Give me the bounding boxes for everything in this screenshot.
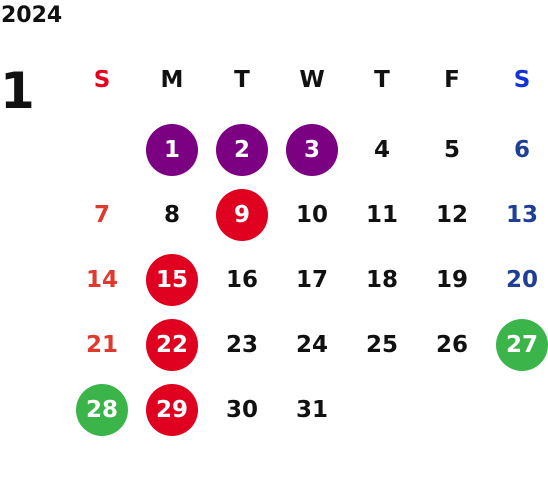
day-cell-7[interactable]: 7: [93, 202, 110, 228]
weekday-header-thu: T: [374, 67, 390, 93]
day-cell-30[interactable]: 30: [225, 397, 258, 423]
day-cell-10[interactable]: 10: [295, 202, 328, 228]
day-cell-11[interactable]: 11: [365, 202, 398, 228]
day-cell-27-marked-green[interactable]: 27: [496, 319, 548, 371]
day-cell-8[interactable]: 8: [163, 202, 180, 228]
day-cell-1-marked-purple[interactable]: 1: [146, 124, 198, 176]
day-cell-28-marked-green[interactable]: 28: [76, 384, 128, 436]
day-cell-21[interactable]: 21: [85, 332, 118, 358]
calendar-month: 1: [0, 62, 35, 120]
day-cell-29-marked-red[interactable]: 29: [146, 384, 198, 436]
day-cell-31[interactable]: 31: [295, 397, 328, 423]
day-cell-20[interactable]: 20: [505, 267, 538, 293]
day-cell-4[interactable]: 4: [373, 137, 390, 163]
day-cell-6[interactable]: 6: [513, 137, 530, 163]
day-cell-25[interactable]: 25: [365, 332, 398, 358]
weekday-header-sun: S: [93, 67, 111, 93]
day-cell-24[interactable]: 24: [295, 332, 328, 358]
weekday-header-fri: F: [444, 67, 460, 93]
day-cell-5[interactable]: 5: [443, 137, 460, 163]
day-cell-15-marked-red[interactable]: 15: [146, 254, 198, 306]
day-cell-13[interactable]: 13: [505, 202, 538, 228]
day-cell-26[interactable]: 26: [435, 332, 468, 358]
day-cell-22-marked-red[interactable]: 22: [146, 319, 198, 371]
day-cell-3-marked-purple[interactable]: 3: [286, 124, 338, 176]
weekday-header-mon: M: [160, 67, 184, 93]
weekday-header-tue: T: [234, 67, 250, 93]
day-cell-19[interactable]: 19: [435, 267, 468, 293]
day-cell-9-marked-red[interactable]: 9: [216, 189, 268, 241]
weekday-header-sat: S: [513, 67, 531, 93]
day-cell-2-marked-purple[interactable]: 2: [216, 124, 268, 176]
day-cell-17[interactable]: 17: [295, 267, 328, 293]
day-cell-18[interactable]: 18: [365, 267, 398, 293]
day-cell-16[interactable]: 16: [225, 267, 258, 293]
day-cell-23[interactable]: 23: [225, 332, 258, 358]
calendar-year: 2024: [1, 3, 63, 28]
day-cell-14[interactable]: 14: [85, 267, 118, 293]
weekday-header-wed: W: [299, 67, 325, 93]
day-cell-12[interactable]: 12: [435, 202, 468, 228]
